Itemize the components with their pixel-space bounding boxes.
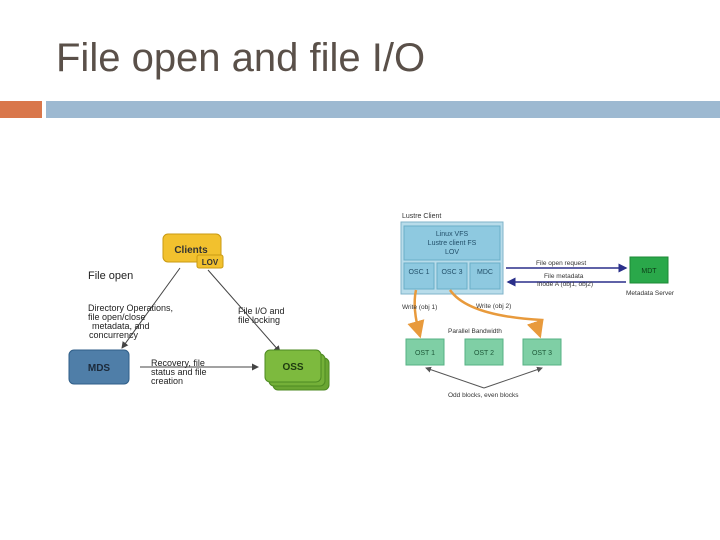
metadata-server-label: Metadata Server: [626, 290, 675, 297]
dir-ops-line-2: file open/close: [88, 312, 146, 322]
accent-bar-orange: [0, 101, 42, 118]
dir-ops-line-3: metadata, and: [92, 321, 150, 331]
parallel-bandwidth-label: Parallel Bandwidth: [448, 328, 502, 335]
file-open-label: File open: [88, 270, 133, 282]
oss-label: OSS: [282, 362, 303, 373]
osc1-box: [403, 262, 435, 290]
file-io-line-1: File I/O and: [238, 306, 285, 316]
write-obj1-label: Write (obj 1): [402, 304, 437, 311]
inode-label: Inode A (obj1, obj2): [537, 281, 593, 288]
lov-box: [196, 254, 224, 269]
lustre-overview-diagram: Clients LOV File open Directory Operatio…: [68, 233, 330, 391]
lov-label: LOV: [202, 258, 219, 267]
osc3-box: [436, 262, 468, 290]
recovery-line-1: Recovery, file: [151, 358, 205, 368]
write-obj2-label: Write (obj 2): [476, 303, 511, 310]
mdc-label: MDC: [477, 269, 493, 276]
mdt-label: MDT: [641, 268, 657, 275]
lov-label-right: LOV: [445, 249, 459, 256]
clients-label: Clients: [174, 245, 208, 256]
ost2-box: [464, 338, 504, 366]
ost1-box: [405, 338, 445, 366]
recovery-line-3: creation: [151, 376, 183, 386]
ost3-label: OST 3: [532, 350, 552, 357]
ost1-label: OST 1: [415, 350, 435, 357]
file-io-line-2: file locking: [238, 315, 280, 325]
oss-box: [264, 349, 322, 383]
linux-vfs-label: Linux VFS: [436, 231, 469, 238]
mdt-box: [629, 256, 669, 284]
dir-ops-line-1: Directory Operations,: [88, 303, 173, 313]
osc1-label: OSC 1: [408, 269, 429, 276]
file-open-request-label: File open request: [536, 260, 586, 267]
accent-bar-blue: [46, 101, 720, 118]
osc3-label: OSC 3: [441, 269, 462, 276]
mdc-box: [469, 262, 501, 290]
recovery-line-2: status and file: [151, 367, 207, 377]
lustre-client-label: Lustre Client: [402, 213, 441, 220]
lustre-io-diagram: Lustre Client Linux VFS Lustre client FS…: [400, 213, 675, 399]
vfs-box: [403, 225, 501, 261]
file-metadata-label: File metadata: [544, 273, 584, 280]
dir-ops-line-4: concurrency: [89, 330, 139, 340]
mds-box: [68, 349, 130, 385]
slide-title: File open and file I/O: [56, 36, 426, 80]
ost2-label: OST 2: [474, 350, 494, 357]
ost3-box: [522, 338, 562, 366]
lustre-fs-label: Lustre client FS: [428, 240, 477, 247]
odd-even-blocks-label: Odd blocks, even blocks: [448, 392, 519, 399]
mds-label: MDS: [88, 363, 111, 374]
